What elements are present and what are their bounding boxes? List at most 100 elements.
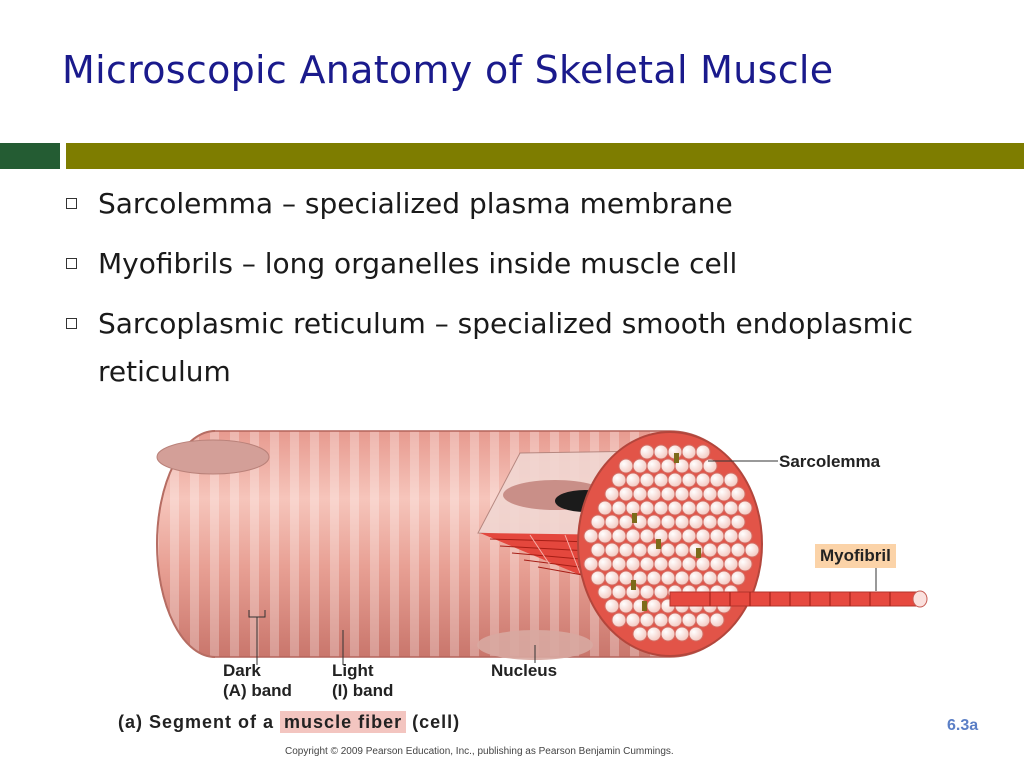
myofibril-circle: [653, 584, 669, 600]
myofibril-circle: [604, 598, 620, 614]
slide-title: Microscopic Anatomy of Skeletal Muscle: [62, 48, 834, 92]
label-light-band-1: Light: [332, 661, 374, 680]
figure-number: 6.3a: [947, 717, 979, 734]
myofibril-circle: [716, 486, 732, 502]
myofibril-circle: [695, 528, 711, 544]
bullet-text: Sarcolemma – specialized plasma membrane: [98, 187, 733, 220]
bullet-item: Sarcolemma – specialized plasma membrane: [66, 180, 966, 228]
myofibril-circle: [625, 472, 641, 488]
myofibril-circle: [660, 514, 676, 530]
myofibril-circle: [611, 556, 627, 572]
myofibril-circle: [681, 556, 697, 572]
myofibril-circle: [590, 514, 606, 530]
myofibril-circle: [744, 542, 760, 558]
myofibril-circle: [583, 528, 599, 544]
myofibril-circle: [597, 528, 613, 544]
myofibril-circle: [674, 486, 690, 502]
myofibril-circle: [716, 542, 732, 558]
myofibril-circle: [639, 500, 655, 516]
myofibril-circle: [674, 626, 690, 642]
myofibril-circle: [674, 570, 690, 586]
muscle-fiber-figure: Sarcolemma Myofibril Dark (A) band Light…: [110, 415, 1010, 763]
bullet-square-icon: [66, 258, 77, 269]
title-bar-accent-right: [66, 143, 1024, 169]
myofibril-circle: [632, 626, 648, 642]
myofibril-circle: [667, 528, 683, 544]
myofibril-circle: [618, 542, 634, 558]
myofibril-circle: [723, 500, 739, 516]
leader-lines: [248, 460, 877, 665]
myofibril-circle: [639, 528, 655, 544]
myofibril-circle: [604, 514, 620, 530]
myofibril-circle: [723, 528, 739, 544]
myofibril-circle: [653, 472, 669, 488]
myofibril-circle: [590, 570, 606, 586]
myofibril-circle: [709, 528, 725, 544]
bullet-text: Sarcoplasmic reticulum – specialized smo…: [98, 307, 914, 388]
bullet-item: Sarcoplasmic reticulum – specialized smo…: [66, 300, 966, 396]
bullet-square-icon: [66, 318, 77, 329]
myofibril-circle: [611, 584, 627, 600]
title-bar-accent-left: [0, 143, 60, 169]
myofibril-circle: [639, 584, 655, 600]
myofibril-circle: [730, 486, 746, 502]
myofibril-circle: [737, 528, 753, 544]
myofibril-circle: [660, 458, 676, 474]
myofibril-circle: [667, 500, 683, 516]
myofibril-circle: [639, 444, 655, 460]
myofibril-circle: [695, 500, 711, 516]
myofibril-circle: [667, 556, 683, 572]
caption-highlight: muscle fiber: [280, 711, 407, 733]
fiber-cross-section: [577, 431, 763, 657]
myofibril-circle: [688, 514, 704, 530]
myofibril-circle: [702, 514, 718, 530]
myofibril-circle: [625, 612, 641, 628]
myofibril-circle: [660, 542, 676, 558]
myofibril-circle: [695, 472, 711, 488]
caption-suffix: (cell): [412, 712, 461, 732]
myofibril-circle: [688, 486, 704, 502]
myofibril-circle: [723, 472, 739, 488]
myofibril-circle: [702, 458, 718, 474]
myofibril-circle: [653, 444, 669, 460]
myofibril-circle: [646, 514, 662, 530]
bullet-square-icon: [66, 198, 77, 209]
single-myofibril: [669, 590, 928, 608]
copyright-notice: Copyright © 2009 Pearson Education, Inc.…: [285, 746, 674, 757]
myofibril-circle: [660, 626, 676, 642]
myofibril-circle: [639, 472, 655, 488]
myofibril-circle: [730, 542, 746, 558]
myofibril-circle: [618, 598, 634, 614]
bullet-text: Myofibrils – long organelles inside musc…: [98, 247, 738, 280]
myofibril-circle: [688, 570, 704, 586]
myofibril-circle: [709, 612, 725, 628]
myofibril-circle: [632, 486, 648, 502]
myofibril-circle: [653, 556, 669, 572]
myofibril-circle: [730, 514, 746, 530]
myofibril-circle: [709, 500, 725, 516]
myofibril-circle: [695, 612, 711, 628]
myofibril-circle: [681, 500, 697, 516]
myofibril-circle: [730, 570, 746, 586]
caption-prefix: (a) Segment of a: [118, 712, 275, 732]
myofibril-circle: [646, 570, 662, 586]
figure-caption: (a) Segment of a muscle fiber (cell): [118, 711, 461, 733]
myofibril-circle: [597, 556, 613, 572]
label-light-band-2: (I) band: [332, 681, 394, 700]
label-myofibril: Myofibril: [815, 544, 896, 568]
myofibril-circle: [723, 556, 739, 572]
myofibril-circle: [653, 612, 669, 628]
myofibril-circle: [702, 486, 718, 502]
myofibril-circle: [611, 500, 627, 516]
myofibril-circle: [597, 500, 613, 516]
myofibril-circle: [646, 598, 662, 614]
myofibril-circle: [709, 556, 725, 572]
myofibril-circle: [632, 458, 648, 474]
bullet-item: Myofibrils – long organelles inside musc…: [66, 240, 966, 288]
myofibril-circle: [618, 458, 634, 474]
myofibril-circle: [646, 486, 662, 502]
myofibril-circle: [660, 486, 676, 502]
myofibril-circle: [625, 528, 641, 544]
myofibril-circle: [695, 556, 711, 572]
myofibril-circle: [639, 612, 655, 628]
